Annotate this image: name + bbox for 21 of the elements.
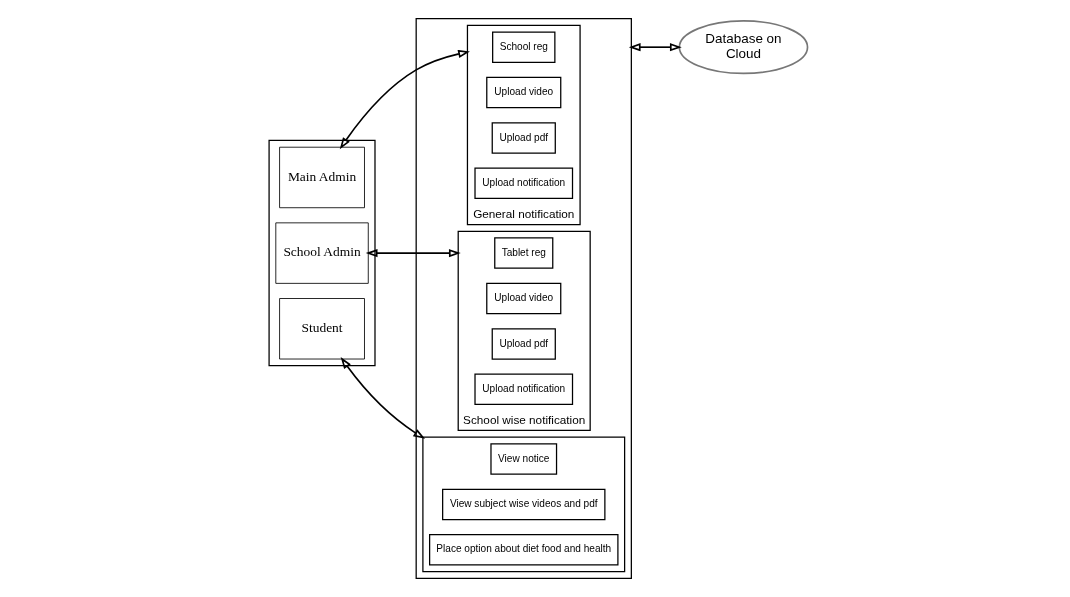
arrow — [628, 43, 682, 52]
node-box: Main Admin — [279, 146, 365, 209]
cluster — [415, 18, 632, 579]
node-box: Upload pdf — [491, 122, 556, 154]
node-box: Upload notification — [474, 373, 574, 406]
node-box: Tablet reg — [494, 237, 554, 269]
node-box: School reg — [492, 31, 556, 63]
node-box: Upload video — [486, 282, 562, 315]
node-box: Upload notification — [474, 167, 574, 200]
node-box: View subject wise videos and pdf — [442, 488, 606, 521]
arrow — [340, 357, 426, 439]
arrow — [365, 249, 461, 258]
node-ellipse: Database on Cloud — [678, 20, 809, 75]
node-box: Upload video — [486, 76, 562, 109]
node-box: Place option about diet food and health — [429, 534, 619, 566]
arrow — [339, 49, 470, 150]
node-box: Student — [279, 298, 365, 360]
node-box: Upload pdf — [491, 328, 556, 360]
node-box: School Admin — [275, 222, 369, 284]
cluster — [422, 436, 626, 573]
node-box: View notice — [490, 443, 558, 475]
